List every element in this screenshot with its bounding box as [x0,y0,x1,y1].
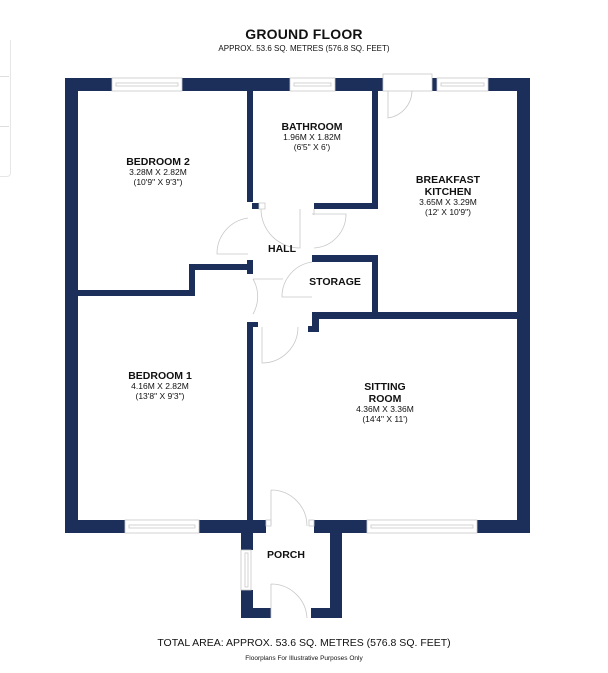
wall [241,608,271,618]
wall [330,520,342,618]
wall [182,78,290,91]
wall [247,322,253,532]
wall [241,520,253,550]
door [382,73,433,92]
room-storage: STORAGE [309,276,361,288]
wall [517,78,530,533]
wall [308,326,319,332]
total-area: TOTAL AREA: APPROX. 53.6 SQ. METRES (576… [157,637,451,649]
window [240,549,252,591]
wall [432,78,437,91]
edge-divider [0,76,9,77]
floor-area-subtitle: APPROX. 53.6 SQ. METRES (576.8 SQ. FEET) [218,44,390,53]
wall [75,290,195,296]
window [289,77,336,92]
page-edge-decoration [0,40,11,177]
wall [311,608,342,618]
wall [247,322,258,327]
room-breakfast-kitchen: BREAKFAST KITCHEN 3.65M X 3.29M (12' X 1… [415,174,481,217]
door-swing [270,583,308,619]
wall [312,312,530,319]
door-swing [270,489,308,527]
door-swing [261,326,299,364]
floor-title: GROUND FLOOR [245,26,363,42]
room-bedroom-2: BEDROOM 2 3.28M X 2.82M (10'9" X 9'3") [126,156,190,187]
edge-divider [0,126,9,127]
room-porch: PORCH [267,549,305,561]
room-hall: HALL [268,243,296,255]
door-swing [216,217,249,255]
wall [252,203,259,209]
wall [477,520,530,533]
wall [65,78,78,533]
room-bedroom-1: BEDROOM 1 4.16M X 2.82M (13'8" X 9'3") [128,370,192,401]
wall [199,520,266,533]
fixtures [111,73,489,619]
wall [372,84,378,209]
wall [312,255,378,262]
window [436,77,489,92]
wall [189,264,195,296]
door-swing [260,208,301,249]
wall [372,255,378,318]
wall [247,260,253,274]
wall [189,264,248,270]
wall [247,84,253,202]
wall [314,203,378,209]
door-swing [252,278,283,315]
window [124,519,200,534]
wall [65,520,125,533]
window [111,77,183,92]
walls [65,78,530,618]
door-swing [312,209,347,249]
door-swing [281,261,313,298]
wall [335,78,383,91]
window [366,519,478,534]
disclaimer: Floorplans For Illustrative Purposes Onl… [245,655,363,662]
wall [312,312,319,332]
room-bathroom: BATHROOM 1.96M X 1.82M (6'5" X 6') [281,121,343,152]
door-swing [387,90,413,119]
room-sitting-room: SITTING ROOM 4.36M X 3.36M (14'4" X 11') [356,381,414,424]
